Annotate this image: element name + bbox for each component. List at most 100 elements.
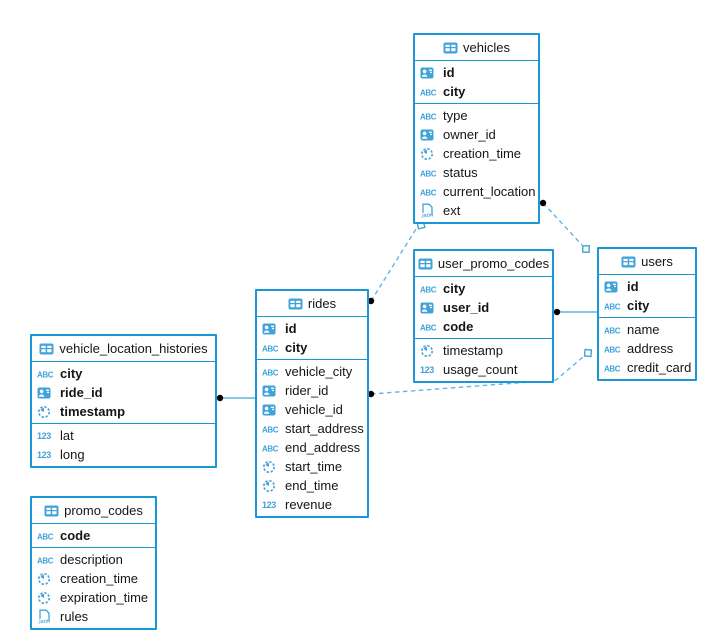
table-header[interactable]: vehicle_location_histories: [32, 336, 215, 362]
field-name: timestamp: [60, 404, 126, 419]
timestamp-clock-icon: [37, 405, 56, 419]
field-row-promo_codes-rules[interactable]: JSON rules: [32, 607, 155, 626]
table-title: rides: [307, 296, 337, 311]
svg-text:123: 123: [420, 365, 434, 375]
field-row-rides-vehicle_city[interactable]: ABC vehicle_city: [257, 362, 367, 381]
field-row-promo_codes-description[interactable]: ABC description: [32, 550, 155, 569]
table-card-vehicle_location_histories[interactable]: vehicle_location_histories ABC city ride…: [30, 334, 217, 468]
table-grid-icon: [44, 505, 59, 517]
svg-text:ABC: ABC: [604, 364, 621, 373]
field-row-users-name[interactable]: ABC name: [599, 320, 695, 339]
numeric-123-icon: 123: [37, 430, 56, 441]
abc-text-icon: ABC: [262, 443, 281, 453]
field-name: id: [285, 321, 297, 336]
field-row-promo_codes-expiration_time[interactable]: expiration_time: [32, 588, 155, 607]
table-header[interactable]: promo_codes: [32, 498, 155, 524]
field-row-user_promo_codes-user_id[interactable]: user_id: [415, 298, 552, 317]
table-card-user_promo_codes[interactable]: user_promo_codes ABC city user_id ABC co…: [413, 249, 554, 383]
table-title: promo_codes: [64, 503, 143, 518]
field-name: code: [60, 528, 91, 543]
relationship-line: [370, 228, 417, 302]
field-row-vehicles-owner_id[interactable]: owner_id: [415, 125, 538, 144]
table-key-fields: id ABC city: [415, 61, 538, 104]
field-row-rides-start_time[interactable]: start_time: [257, 457, 367, 476]
field-row-vehicles-id[interactable]: id: [415, 63, 538, 82]
field-row-vehicles-current_location[interactable]: ABC current_location: [415, 182, 538, 201]
table-card-users[interactable]: users id ABC city ABC name ABC address A…: [597, 247, 697, 381]
field-row-promo_codes-code[interactable]: ABC code: [32, 526, 155, 545]
table-title: users: [641, 254, 673, 269]
field-row-user_promo_codes-usage_count[interactable]: 123 usage_count: [415, 360, 552, 379]
timestamp-clock-icon: [420, 147, 439, 161]
abc-text-icon: ABC: [604, 301, 623, 311]
table-grid-icon: [288, 298, 303, 310]
field-row-vehicles-status[interactable]: ABC status: [415, 163, 538, 182]
table-header[interactable]: user_promo_codes: [415, 251, 552, 277]
field-name: ext: [443, 203, 461, 218]
table-header[interactable]: rides: [257, 291, 367, 317]
field-row-users-id[interactable]: id: [599, 277, 695, 296]
field-row-vehicle_location_histories-city[interactable]: ABC city: [32, 364, 215, 383]
table-header[interactable]: users: [599, 249, 695, 275]
relationship-line: [370, 356, 584, 395]
field-name: vehicle_city: [285, 364, 353, 379]
field-row-vehicles-creation_time[interactable]: creation_time: [415, 144, 538, 163]
abc-text-icon: ABC: [604, 325, 623, 335]
field-name: status: [443, 165, 478, 180]
abc-text-icon: ABC: [37, 555, 56, 565]
abc-text-icon: ABC: [604, 363, 623, 373]
field-row-user_promo_codes-timestamp[interactable]: timestamp: [415, 341, 552, 360]
svg-text:ABC: ABC: [262, 344, 279, 353]
numeric-123-icon: 123: [262, 499, 281, 510]
table-grid-icon: [621, 256, 636, 268]
field-row-vehicles-type[interactable]: ABC type: [415, 106, 538, 125]
field-row-rides-end_address[interactable]: ABC end_address: [257, 438, 367, 457]
table-key-fields: ABC city ride_id timestamp: [32, 362, 215, 424]
field-row-rides-start_address[interactable]: ABC start_address: [257, 419, 367, 438]
abc-text-icon: ABC: [420, 187, 439, 197]
table-header[interactable]: vehicles: [415, 35, 538, 61]
field-row-promo_codes-creation_time[interactable]: creation_time: [32, 569, 155, 588]
field-row-users-address[interactable]: ABC address: [599, 339, 695, 358]
svg-text:ABC: ABC: [420, 88, 437, 97]
timestamp-clock-icon: [37, 591, 56, 605]
field-row-rides-rider_id[interactable]: rider_id: [257, 381, 367, 400]
field-row-vehicle_location_histories-lat[interactable]: 123 lat: [32, 426, 215, 445]
field-row-rides-end_time[interactable]: end_time: [257, 476, 367, 495]
field-row-vehicle_location_histories-long[interactable]: 123 long: [32, 445, 215, 464]
field-row-user_promo_codes-code[interactable]: ABC code: [415, 317, 552, 336]
table-title: user_promo_codes: [437, 256, 550, 271]
field-row-user_promo_codes-city[interactable]: ABC city: [415, 279, 552, 298]
field-name: end_time: [285, 478, 339, 493]
field-name: address: [627, 341, 674, 356]
relationship-dot-marker: [216, 394, 224, 402]
table-card-vehicles[interactable]: vehicles id ABC city ABC type owner_id c…: [413, 33, 540, 224]
field-name: start_time: [285, 459, 343, 474]
svg-text:ABC: ABC: [604, 345, 621, 354]
field-row-rides-id[interactable]: id: [257, 319, 367, 338]
field-row-users-credit_card[interactable]: ABC credit_card: [599, 358, 695, 377]
field-row-vehicles-ext[interactable]: JSON ext: [415, 201, 538, 220]
timestamp-clock-icon: [37, 572, 56, 586]
field-row-rides-city[interactable]: ABC city: [257, 338, 367, 357]
table-card-promo_codes[interactable]: promo_codes ABC code ABC description cre…: [30, 496, 157, 630]
table-card-rides[interactable]: rides id ABC city ABC vehicle_city rider…: [255, 289, 369, 518]
id-badge-icon: [37, 387, 56, 399]
abc-text-icon: ABC: [420, 87, 439, 97]
abc-text-icon: ABC: [37, 369, 56, 379]
field-name: user_id: [443, 300, 490, 315]
field-row-vehicle_location_histories-ride_id[interactable]: ride_id: [32, 383, 215, 402]
field-name: creation_time: [443, 146, 522, 161]
field-row-vehicle_location_histories-timestamp[interactable]: timestamp: [32, 402, 215, 421]
svg-text:ABC: ABC: [262, 368, 279, 377]
field-row-users-city[interactable]: ABC city: [599, 296, 695, 315]
table-grid-icon: [443, 42, 458, 54]
table-fields: timestamp 123 usage_count: [415, 339, 552, 381]
json-document-icon: JSON: [420, 203, 439, 218]
field-row-rides-vehicle_id[interactable]: vehicle_id: [257, 400, 367, 419]
relationship-vehicles-users: [539, 199, 591, 254]
field-row-vehicles-city[interactable]: ABC city: [415, 82, 538, 101]
svg-text:ABC: ABC: [420, 188, 437, 197]
field-row-rides-revenue[interactable]: 123 revenue: [257, 495, 367, 514]
relationship-rides-users: [367, 348, 593, 398]
